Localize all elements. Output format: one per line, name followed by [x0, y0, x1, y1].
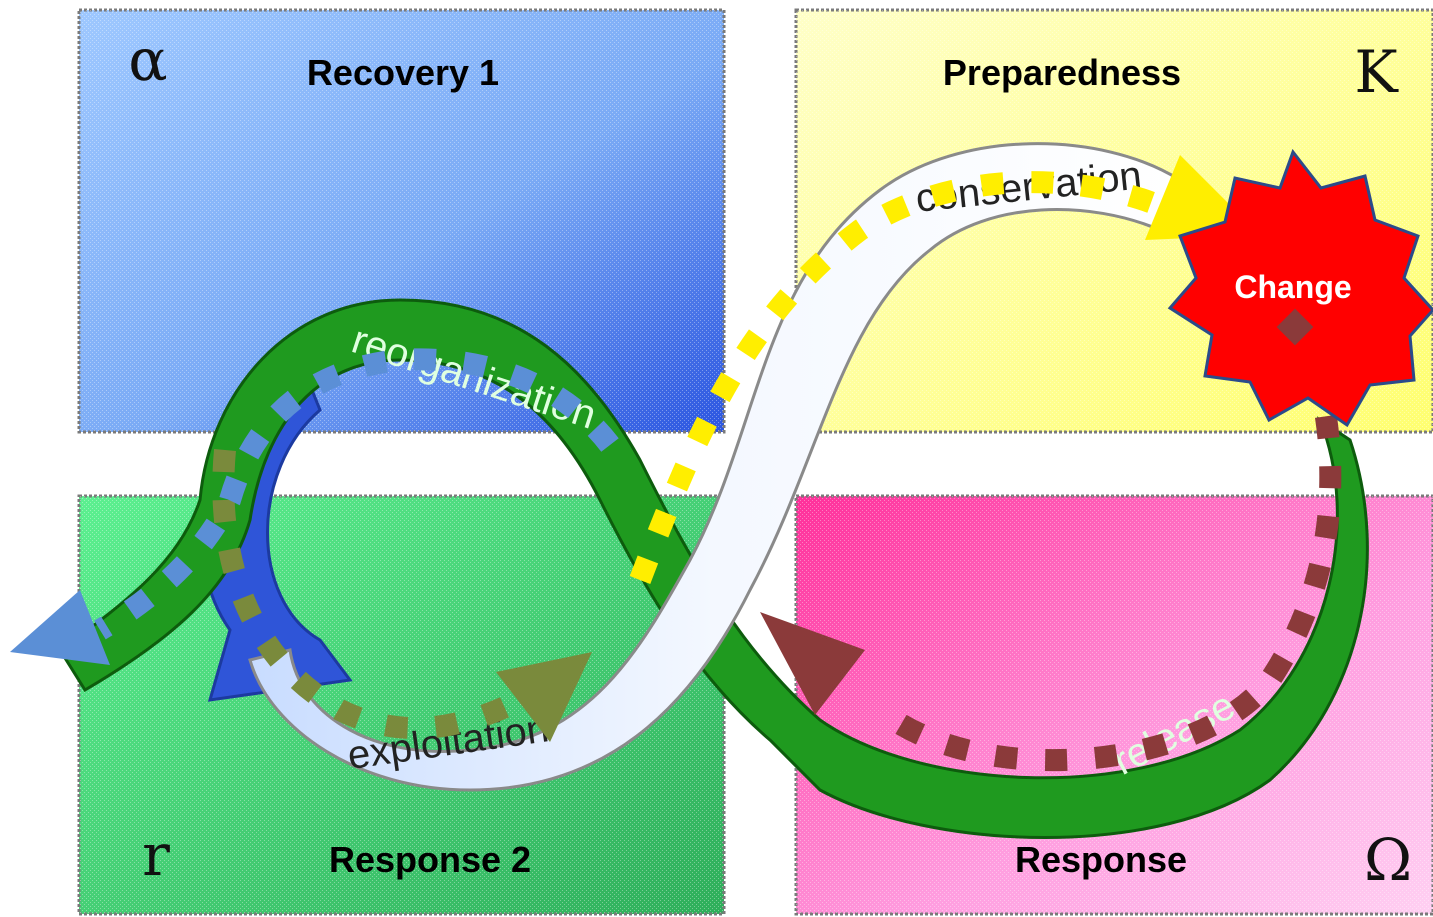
change-burst-dot	[1276, 308, 1314, 346]
change-burst	[1167, 148, 1433, 428]
olive-dotted-path	[212, 449, 525, 740]
r-symbol: r	[142, 821, 170, 889]
response-label: Response	[1015, 839, 1187, 880]
green-ribbon	[57, 298, 1369, 839]
blue-dotted-path	[94, 348, 619, 640]
change-label: Change	[1234, 269, 1351, 305]
yellow-dotted-path	[629, 171, 1175, 584]
blue-arrowhead	[10, 590, 110, 665]
alpha-symbol: α	[128, 26, 167, 94]
omega-symbol: Ω	[1364, 826, 1412, 894]
quadrant-recovery-1	[77, 8, 726, 434]
brown-arrowhead	[760, 612, 865, 715]
olive-arrowhead	[496, 652, 592, 742]
brown-dotted-path	[873, 315, 1342, 772]
k-symbol: K	[1354, 38, 1399, 106]
response-2-label: Response 2	[329, 839, 531, 880]
preparedness-label: Preparedness	[943, 52, 1181, 93]
recovery-1-label: Recovery 1	[307, 52, 499, 93]
